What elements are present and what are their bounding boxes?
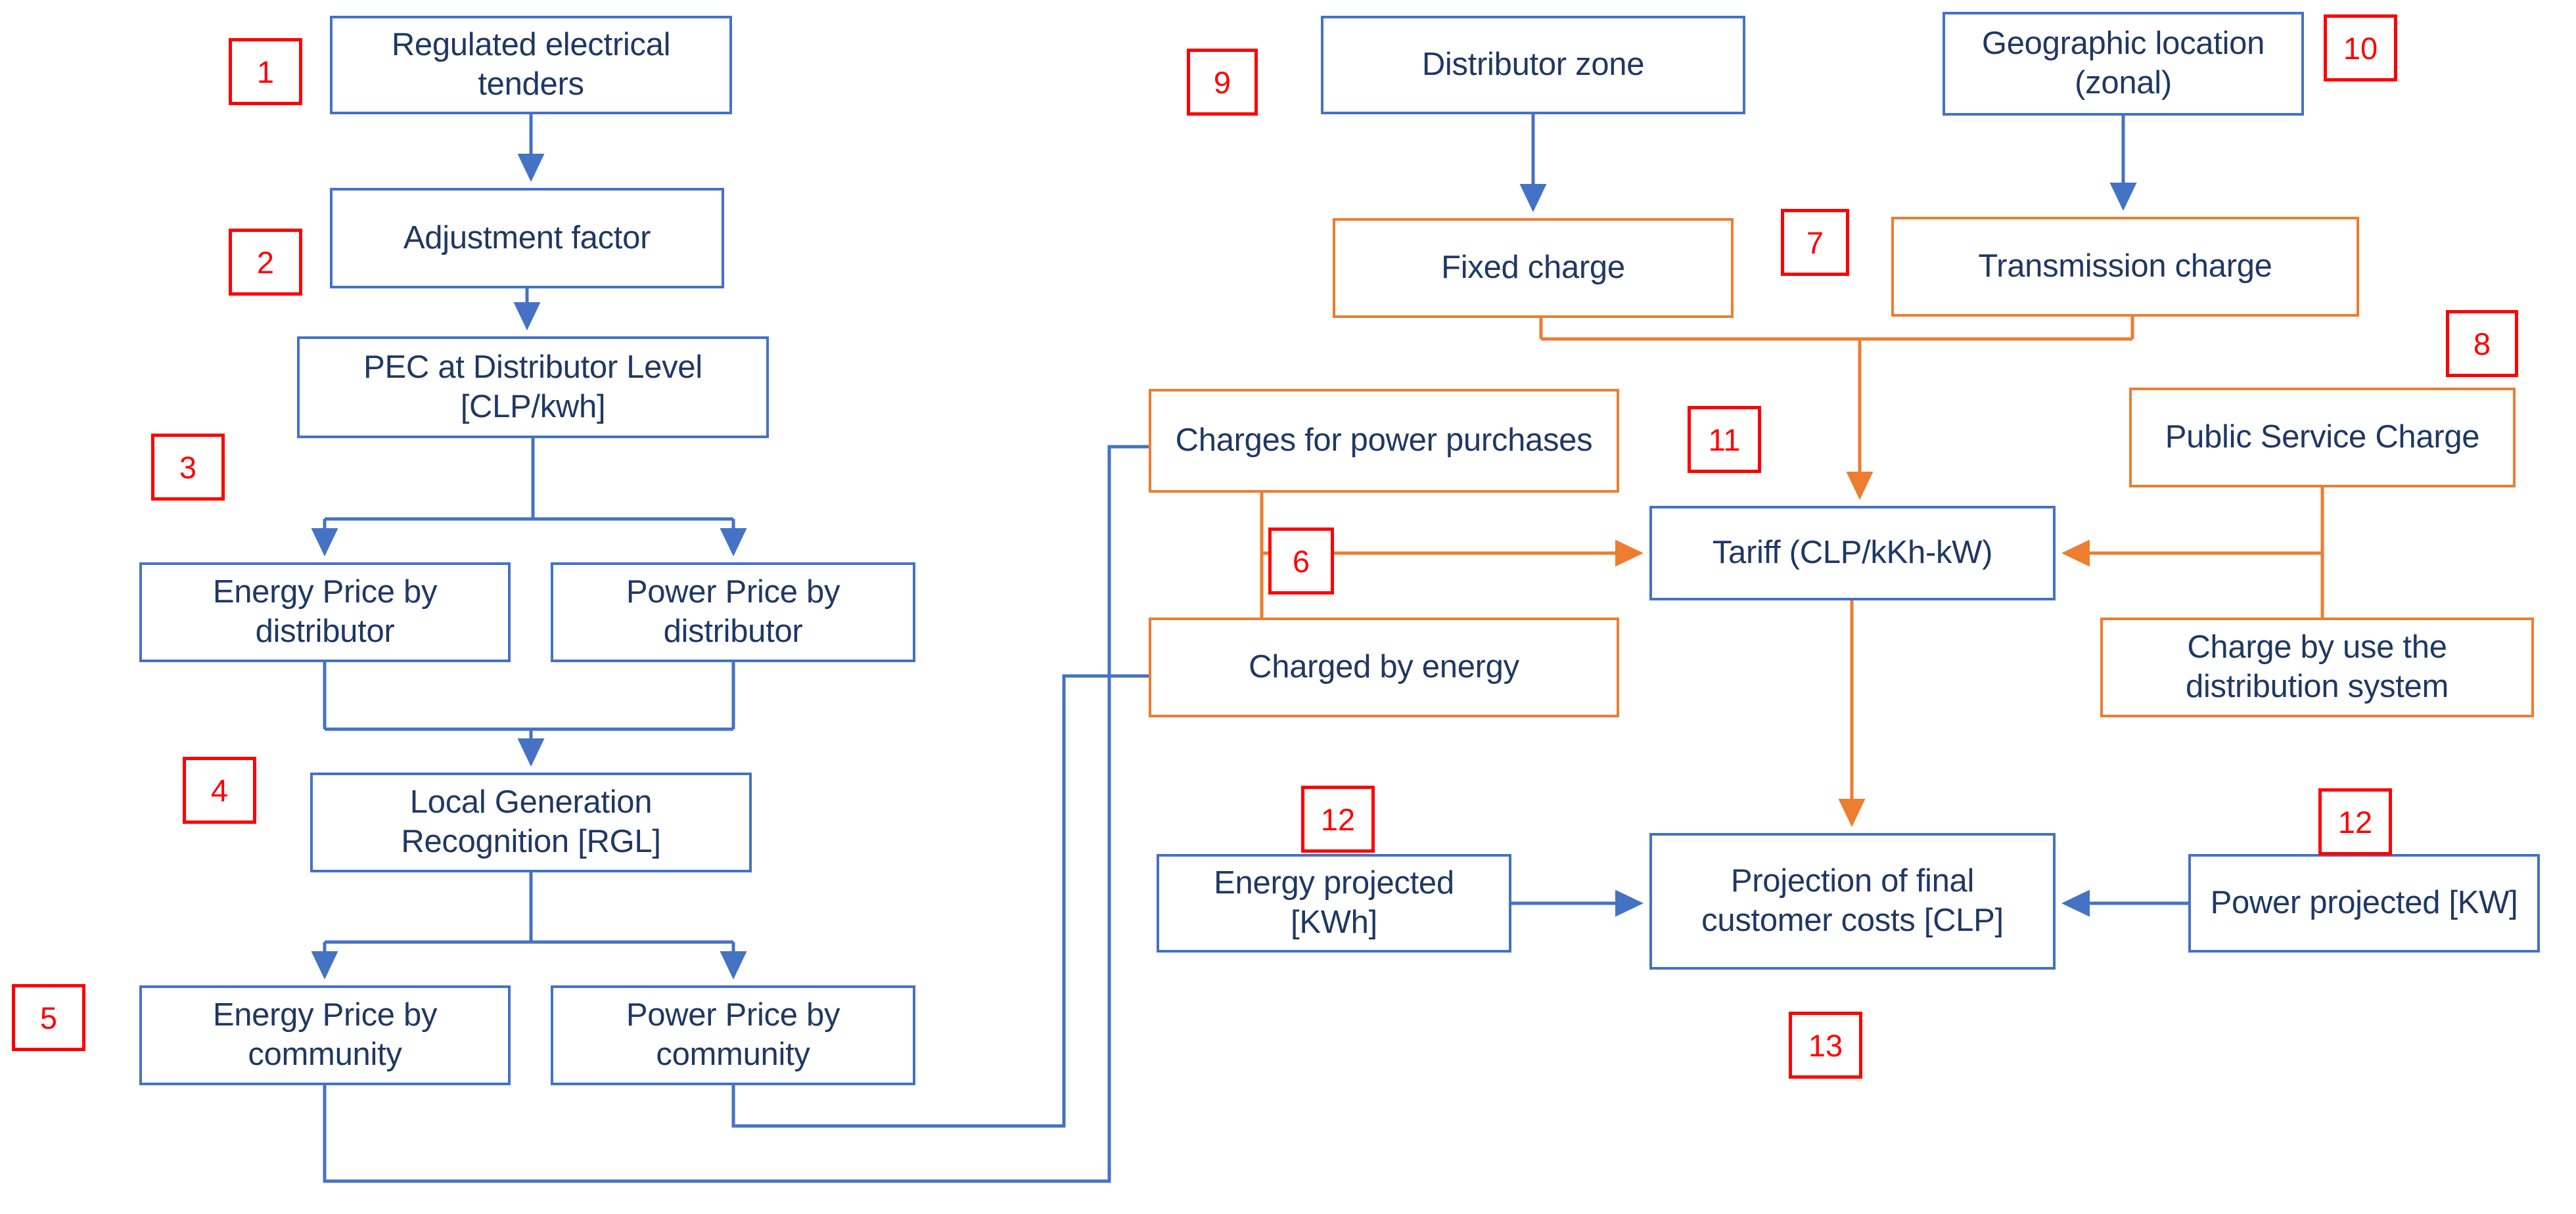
edge-energy-community-to-charges-power-purchases: [323, 433, 1190, 1183]
node-label: PEC at Distributor Level [CLP/kwh]: [363, 349, 702, 424]
node-label: Energy projected [KWh]: [1214, 865, 1454, 940]
node-label: Charges for power purchases: [1175, 422, 1593, 459]
node-label: Power Price by community: [626, 997, 840, 1072]
node-regulated_tenders[interactable]: Regulated electrical tenders: [330, 16, 732, 114]
node-power_price_community[interactable]: Power Price by community: [551, 985, 915, 1085]
node-label: Charged by energy: [1249, 649, 1519, 685]
step-marker-3: 3: [151, 434, 225, 501]
node-label: Tariff (CLP/kKh-kW): [1712, 535, 1993, 571]
node-energy_price_community[interactable]: Energy Price by community: [139, 985, 511, 1085]
node-charges_power_purchases[interactable]: Charges for power purchases: [1149, 389, 1619, 493]
node-geographic_location[interactable]: Geographic location (zonal): [1943, 12, 2304, 116]
node-label: Transmission charge: [1978, 248, 2272, 284]
node-adjustment_factor[interactable]: Adjustment factor: [330, 188, 724, 288]
node-label: Projection of final customer costs [CLP]: [1701, 863, 2004, 938]
node-projection_final_costs[interactable]: Projection of final customer costs [CLP]: [1649, 833, 2056, 970]
node-label: Charge by use the distribution system: [2185, 629, 2449, 704]
node-charge_distribution_use[interactable]: Charge by use the distribution system: [2100, 618, 2534, 717]
step-marker-9: 9: [1187, 49, 1258, 116]
node-transmission_charge[interactable]: Transmission charge: [1891, 217, 2359, 317]
step-marker-12: 12: [1301, 786, 1375, 853]
node-label: Public Service Charge: [2165, 419, 2480, 455]
step-marker-12: 12: [2318, 788, 2392, 855]
node-local_generation[interactable]: Local Generation Recognition [RGL]: [310, 773, 752, 872]
node-charged_by_energy[interactable]: Charged by energy: [1149, 618, 1619, 717]
node-power_projected[interactable]: Power projected [KW]: [2188, 854, 2540, 953]
step-marker-7: 7: [1781, 209, 1849, 276]
node-energy_projected[interactable]: Energy projected [KWh]: [1157, 854, 1511, 953]
step-marker-8: 8: [2446, 310, 2518, 377]
node-label: Adjustment factor: [403, 219, 651, 256]
node-pec_distributor[interactable]: PEC at Distributor Level [CLP/kwh]: [297, 336, 769, 438]
node-distributor_zone[interactable]: Distributor zone: [1321, 16, 1745, 114]
node-label: Power Price by distributor: [626, 574, 840, 649]
node-label: Regulated electrical tenders: [391, 27, 671, 102]
step-marker-6: 6: [1268, 528, 1334, 595]
node-label: Local Generation Recognition [RGL]: [401, 784, 661, 859]
step-marker-1: 1: [229, 38, 302, 105]
node-power_price_distributor[interactable]: Power Price by distributor: [551, 562, 915, 662]
step-marker-2: 2: [229, 229, 302, 296]
node-label: Fixed charge: [1441, 250, 1625, 286]
node-label: Energy Price by distributor: [212, 574, 438, 649]
node-label: Energy Price by community: [212, 997, 438, 1072]
step-marker-4: 4: [183, 757, 256, 824]
edge-power-community-to-charged-by-energy: [731, 662, 1190, 1128]
node-tariff[interactable]: Tariff (CLP/kKh-kW): [1649, 506, 2056, 600]
step-marker-13: 13: [1789, 1012, 1862, 1079]
step-marker-10: 10: [2324, 14, 2397, 81]
step-marker-11: 11: [1688, 406, 1761, 473]
node-energy_price_distributor[interactable]: Energy Price by distributor: [139, 562, 511, 662]
node-fixed_charge[interactable]: Fixed charge: [1333, 218, 1734, 318]
node-label: Distributor zone: [1421, 47, 1645, 83]
step-marker-5: 5: [12, 984, 85, 1051]
node-label: Power projected [KW]: [2210, 885, 2518, 921]
node-public_service_charge[interactable]: Public Service Charge: [2129, 388, 2516, 487]
node-label: Geographic location (zonal): [1981, 26, 2265, 101]
